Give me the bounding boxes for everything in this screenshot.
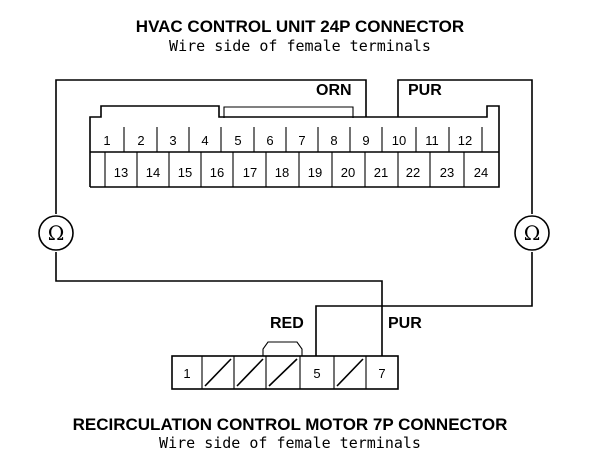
ohm-icon-right: Ω [524, 221, 541, 245]
pin-label: 5 [313, 366, 320, 381]
pin-label: 12 [458, 133, 472, 148]
pin-label: 1 [183, 366, 190, 381]
pin-label: 11 [425, 133, 439, 148]
connector-7p-cells: 1 5 7 [183, 358, 386, 387]
unused-cavity-mark [268, 358, 298, 387]
pin-label: 9 [362, 133, 369, 148]
pin-label: 4 [201, 133, 208, 148]
wire-pur-top [397, 79, 533, 214]
pin-label: 15 [178, 165, 192, 180]
pin-label: 20 [341, 165, 355, 180]
pin-label: 18 [275, 165, 289, 180]
ohm-icon-left: Ω [48, 221, 65, 245]
pin-label: 2 [137, 133, 144, 148]
wire-label-orn: ORN [316, 82, 352, 99]
row1-dividers [123, 127, 483, 152]
pin-label: 16 [210, 165, 224, 180]
unused-cavity-mark [336, 358, 364, 387]
connector-7p-dividers [201, 356, 367, 389]
wire-label-red: RED [270, 315, 304, 332]
pin-label: 24 [474, 165, 488, 180]
ohmmeter-right: Ω [514, 215, 550, 251]
pin-label: 17 [243, 165, 257, 180]
pin-label: 5 [234, 133, 241, 148]
pin-label: 3 [169, 133, 176, 148]
connector-7p-latch [262, 341, 303, 356]
wire-orn [55, 79, 367, 214]
pin-label: 13 [114, 165, 128, 180]
connector-7p-outline [171, 355, 399, 390]
pin-label: 23 [440, 165, 454, 180]
pin-label: 6 [266, 133, 273, 148]
wire-label-pur-top: PUR [408, 82, 442, 99]
pin-label: 8 [330, 133, 337, 148]
wire-label-pur-bottom: PUR [388, 315, 422, 332]
wire-left-meter-to-pin7 [55, 252, 383, 356]
recirc-7p-connector: 1 5 7 [171, 341, 399, 390]
ohmmeter-right-circle [514, 215, 550, 251]
pin-label: 21 [374, 165, 388, 180]
ohmmeter-left-circle [38, 215, 74, 251]
pin-label: 7 [298, 133, 305, 148]
wire-right-meter-to-pin5 [315, 252, 533, 356]
connector-24p-outline [89, 105, 500, 188]
pin-label: 22 [406, 165, 420, 180]
unused-cavity-mark [204, 358, 232, 387]
pin-label: 7 [378, 366, 385, 381]
pin-label: 1 [103, 133, 110, 148]
top-connector-title: HVAC CONTROL UNIT 24P CONNECTOR [136, 17, 464, 36]
bottom-connector-title: RECIRCULATION CONTROL MOTOR 7P CONNECTOR [73, 415, 508, 434]
row2-dividers [104, 152, 465, 187]
pin-label: 10 [392, 133, 406, 148]
row2-pin-labels: 13 14 15 16 17 18 19 20 21 22 23 24 [114, 165, 488, 180]
top-connector-subtitle: Wire side of female terminals [169, 37, 431, 55]
ohmmeter-left: Ω [38, 215, 74, 251]
pin-label: 14 [146, 165, 160, 180]
bottom-connector-subtitle: Wire side of female terminals [159, 434, 421, 452]
unused-cavity-mark [236, 358, 264, 387]
pin-label: 19 [308, 165, 322, 180]
